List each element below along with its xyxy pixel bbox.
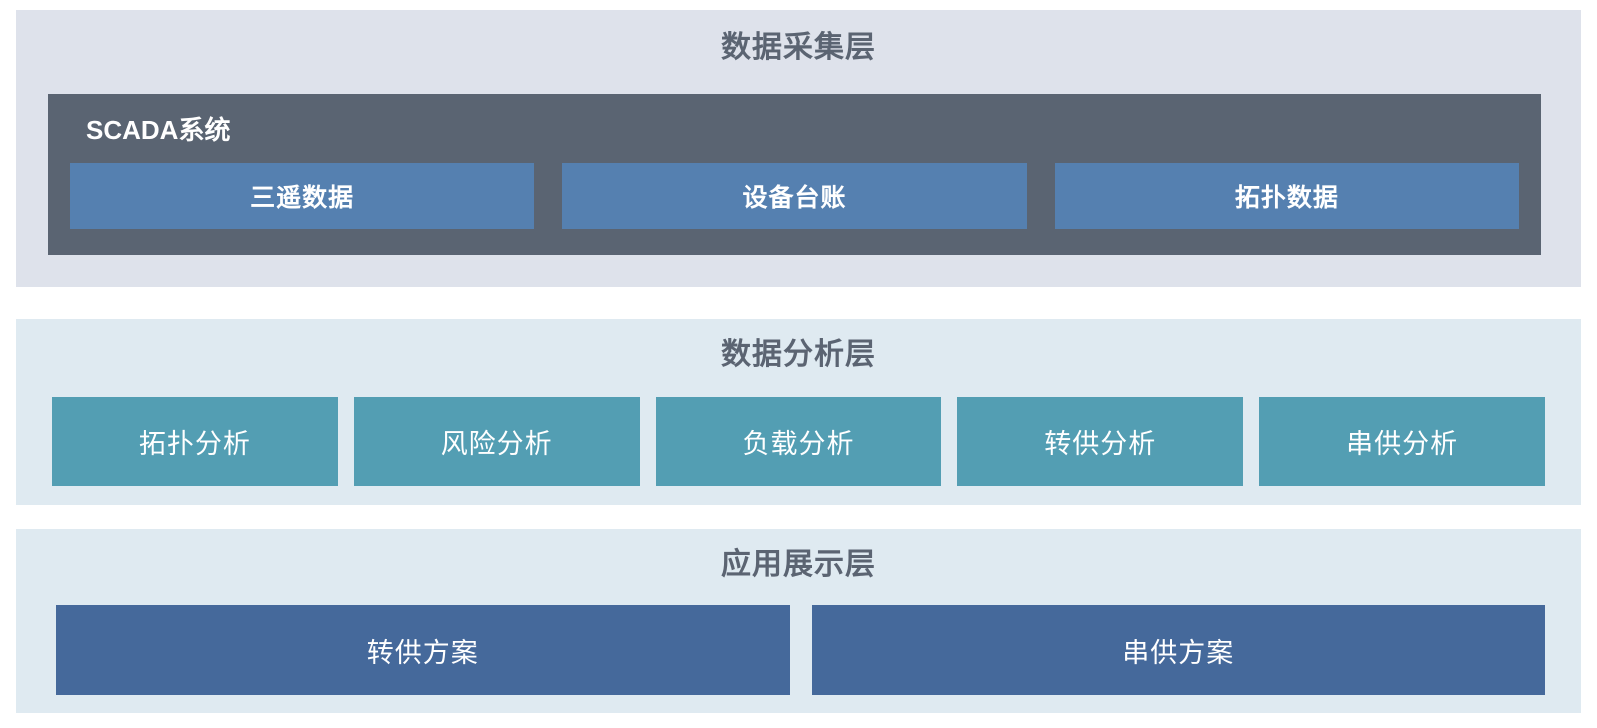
scada-item-topology-data: 拓扑数据 [1054,163,1519,229]
scada-item-telemetry: 三遥数据 [70,163,535,229]
application-display-layer: 应用展示层 转供方案 串供方案 [16,529,1581,713]
data-analysis-layer-title: 数据分析层 [721,338,876,371]
scada-item-equipment-ledger: 设备台账 [562,163,1027,229]
data-collection-layer-title: 数据采集层 [721,31,876,64]
scada-system-container: SCADA系统 三遥数据 设备台账 拓扑数据 [48,94,1541,255]
analysis-items-row: 拓扑分析 风险分析 负载分析 转供分析 串供分析 [52,397,1545,486]
data-collection-layer: 数据采集层 SCADA系统 三遥数据 设备台账 拓扑数据 [16,10,1581,287]
scada-system-label: SCADA系统 [86,115,231,145]
analysis-item-series-supply: 串供分析 [1259,397,1545,486]
application-item-transfer-supply-plan: 转供方案 [56,605,790,695]
scada-items-row: 三遥数据 设备台账 拓扑数据 [70,163,1519,229]
application-items-row: 转供方案 串供方案 [56,605,1545,695]
application-item-series-supply-plan: 串供方案 [811,605,1545,695]
data-analysis-layer: 数据分析层 拓扑分析 风险分析 负载分析 转供分析 串供分析 [16,319,1581,505]
analysis-item-risk: 风险分析 [353,397,640,486]
analysis-item-transfer-supply: 转供分析 [957,397,1244,486]
application-display-layer-title: 应用展示层 [721,548,876,581]
analysis-item-load: 负载分析 [655,397,942,486]
analysis-item-topology: 拓扑分析 [52,397,338,486]
